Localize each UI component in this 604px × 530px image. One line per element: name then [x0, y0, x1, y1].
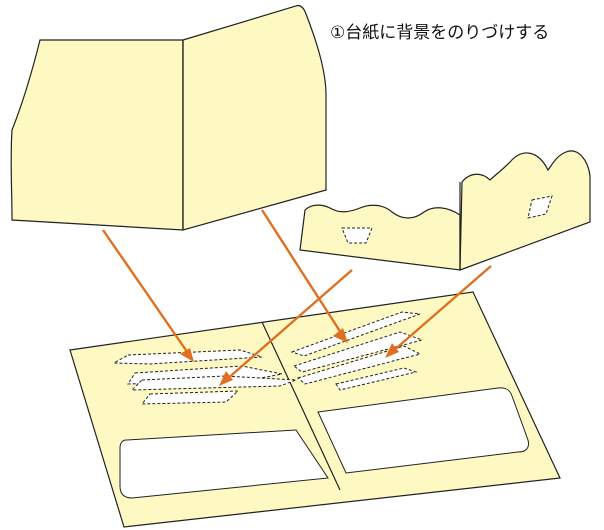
background-card — [10, 4, 327, 231]
base-card-window-left — [119, 429, 329, 499]
arrow-scallop-right — [391, 265, 492, 353]
instruction-caption: ①台紙に背景をのりづけする — [330, 23, 549, 43]
base-card-fold-line — [261, 321, 341, 491]
arrow-scallop-left-head — [219, 371, 233, 386]
scallop-left-panel — [299, 204, 461, 271]
glue-guide-left-3 — [130, 375, 297, 391]
background-card-right-panel — [182, 4, 327, 231]
glue-guide-right-4 — [335, 367, 418, 391]
glue-guide-right-1 — [290, 311, 421, 357]
base-card-window-right — [317, 387, 529, 474]
glue-tab-right — [527, 195, 553, 219]
arrow-background-left-head — [180, 348, 194, 362]
background-card-left-panel — [10, 39, 184, 231]
base-mount-card — [69, 291, 561, 528]
scalloped-foreground-piece — [299, 150, 591, 271]
arrow-background-left — [102, 229, 191, 357]
scallop-right-panel — [459, 150, 591, 271]
arrow-background-right-head — [333, 328, 348, 343]
arrow-background-right — [260, 209, 345, 337]
glue-guide-right-2 — [292, 331, 424, 373]
arrow-scallop-left — [225, 269, 353, 381]
glue-guide-left-4 — [140, 390, 240, 405]
placement-arrows — [102, 209, 492, 386]
arrow-scallop-right-head — [385, 343, 399, 358]
glue-tab-left — [341, 227, 373, 244]
